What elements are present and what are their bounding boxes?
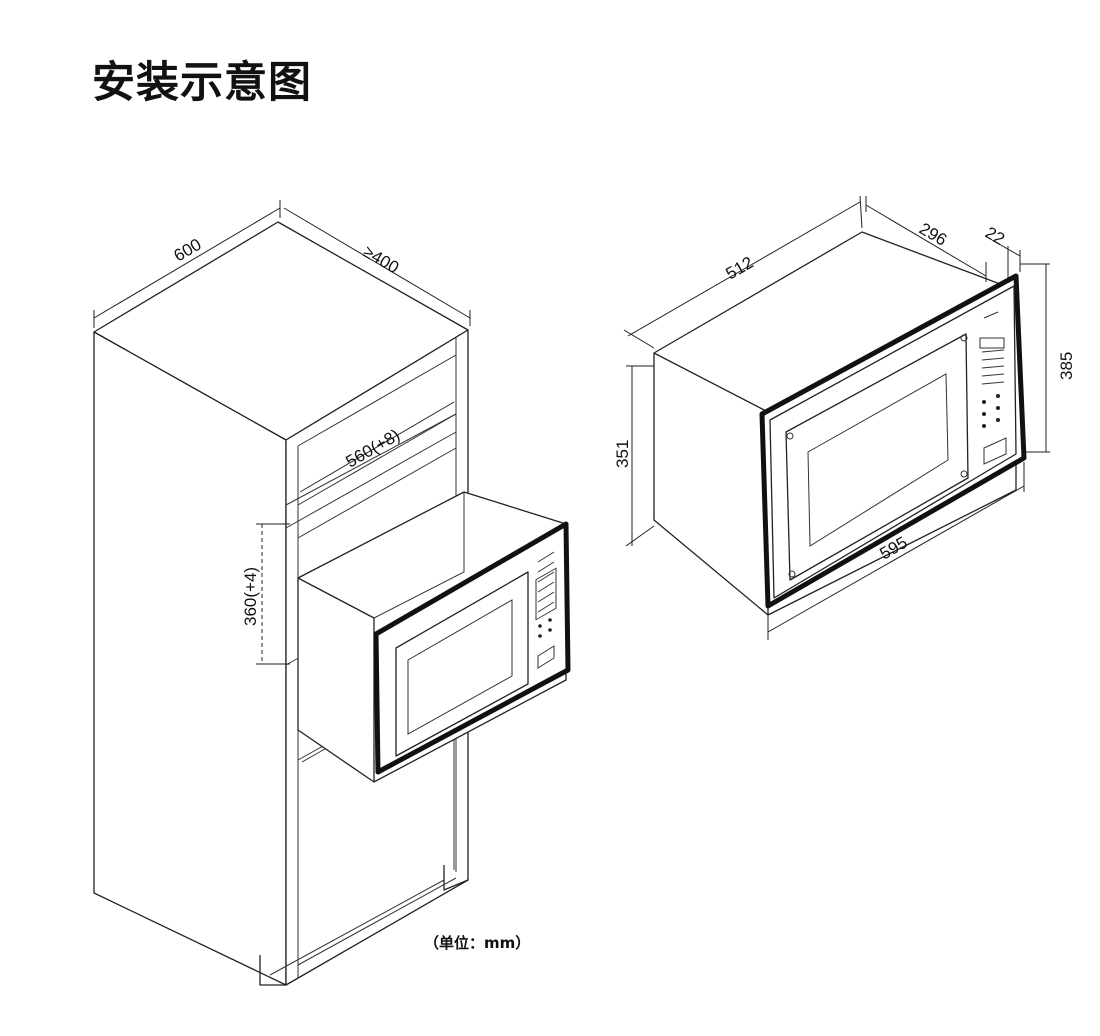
dim-body-depth: 296: [916, 219, 950, 250]
page-title: 安装示意图: [92, 58, 312, 108]
dim-body-height: 351: [613, 440, 632, 468]
inserted-microwave: [297, 491, 571, 783]
dim-frame-height: 385: [1057, 352, 1076, 380]
cabinet-dimensions: [93, 200, 471, 665]
dim-frame-thickness: 22: [982, 223, 1008, 249]
unit-note: （单位：mm）: [424, 934, 530, 952]
dim-niche-height: 360(+4): [241, 567, 260, 626]
cabinet-drawing: [93, 221, 469, 986]
microwave-dimensions: [623, 195, 1050, 640]
control-panel: [535, 551, 557, 669]
dim-cabinet-width: 600: [171, 235, 205, 266]
microwave-drawing: [653, 231, 1027, 616]
control-panel: [979, 311, 1007, 465]
